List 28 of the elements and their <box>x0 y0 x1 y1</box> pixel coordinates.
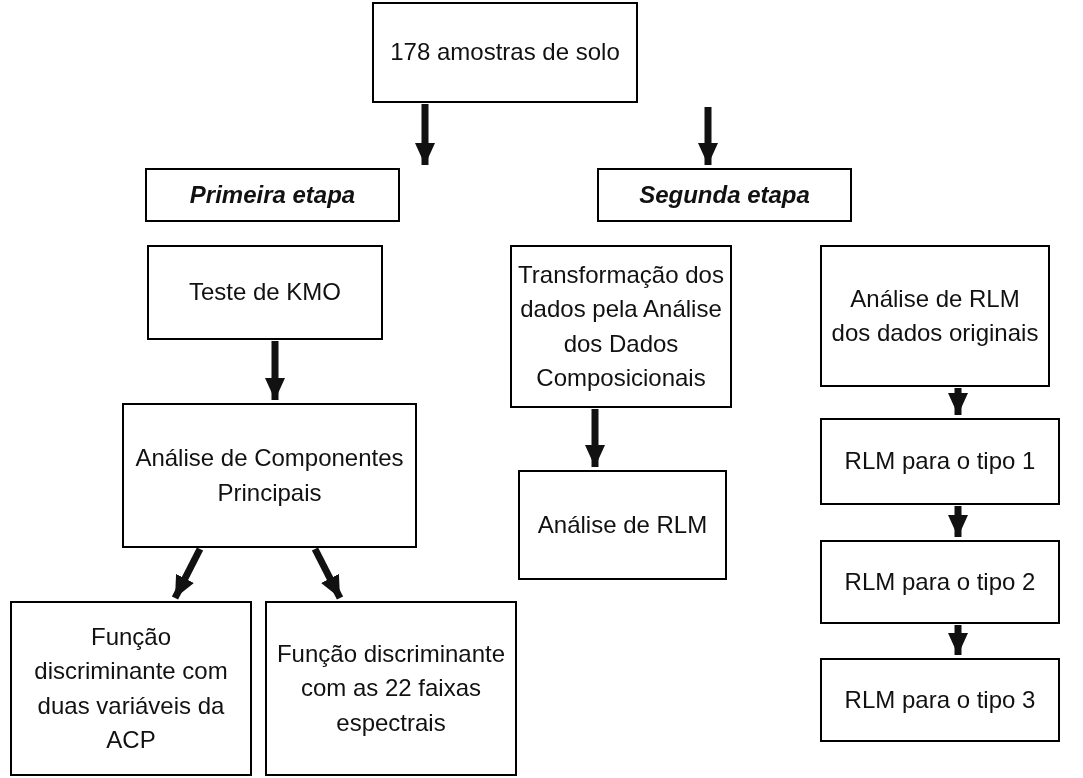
box-label: RLM para o tipo 3 <box>844 684 1036 715</box>
box-label: Análise de RLM <box>537 509 708 540</box>
process-box <box>820 245 1050 387</box>
process-box <box>122 403 417 548</box>
process-box <box>518 470 727 580</box>
stage-box <box>597 168 852 222</box>
box-label: RLM para o tipo 1 <box>844 446 1036 477</box>
box-label: Função discriminante com duas variáveis da ACP <box>33 622 229 755</box>
process-box <box>820 658 1060 742</box>
box-label: Primeira etapa <box>189 179 356 210</box>
stage-box <box>145 168 400 222</box>
box-label: Transformação dos dados pela Análise dos Dados Composicionais <box>518 260 724 393</box>
arrow <box>311 547 344 600</box>
arrow <box>171 547 204 600</box>
box-label: 178 amostras de solo <box>390 37 620 68</box>
process-box <box>372 2 638 103</box>
process-box <box>265 601 517 776</box>
box-label: Análise de RLM dos dados originais <box>830 283 1040 348</box>
process-box <box>820 540 1060 624</box>
box-label: Teste de KMO <box>188 277 342 308</box>
box-label: Função discriminante com as 22 faixas espectrais <box>275 639 507 738</box>
process-box <box>510 245 732 408</box>
box-label: RLM para o tipo 2 <box>844 566 1036 597</box>
process-box <box>10 601 252 776</box>
box-label: Segunda etapa <box>639 179 810 210</box>
process-box <box>820 418 1060 505</box>
box-label: Análise de Componentes Principais <box>134 443 405 508</box>
process-box <box>147 245 383 340</box>
